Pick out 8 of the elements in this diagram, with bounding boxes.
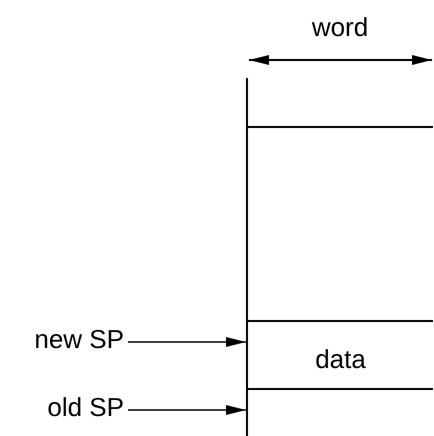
stack-column — [246, 78, 433, 436]
pointer-label: new SP — [34, 326, 124, 352]
cell-text: data — [315, 343, 366, 372]
arrow — [128, 405, 246, 415]
stack-cell — [248, 320, 433, 390]
dimension-label: word — [312, 14, 368, 40]
pointer-label: old SP — [47, 394, 124, 420]
arrow — [128, 337, 246, 347]
